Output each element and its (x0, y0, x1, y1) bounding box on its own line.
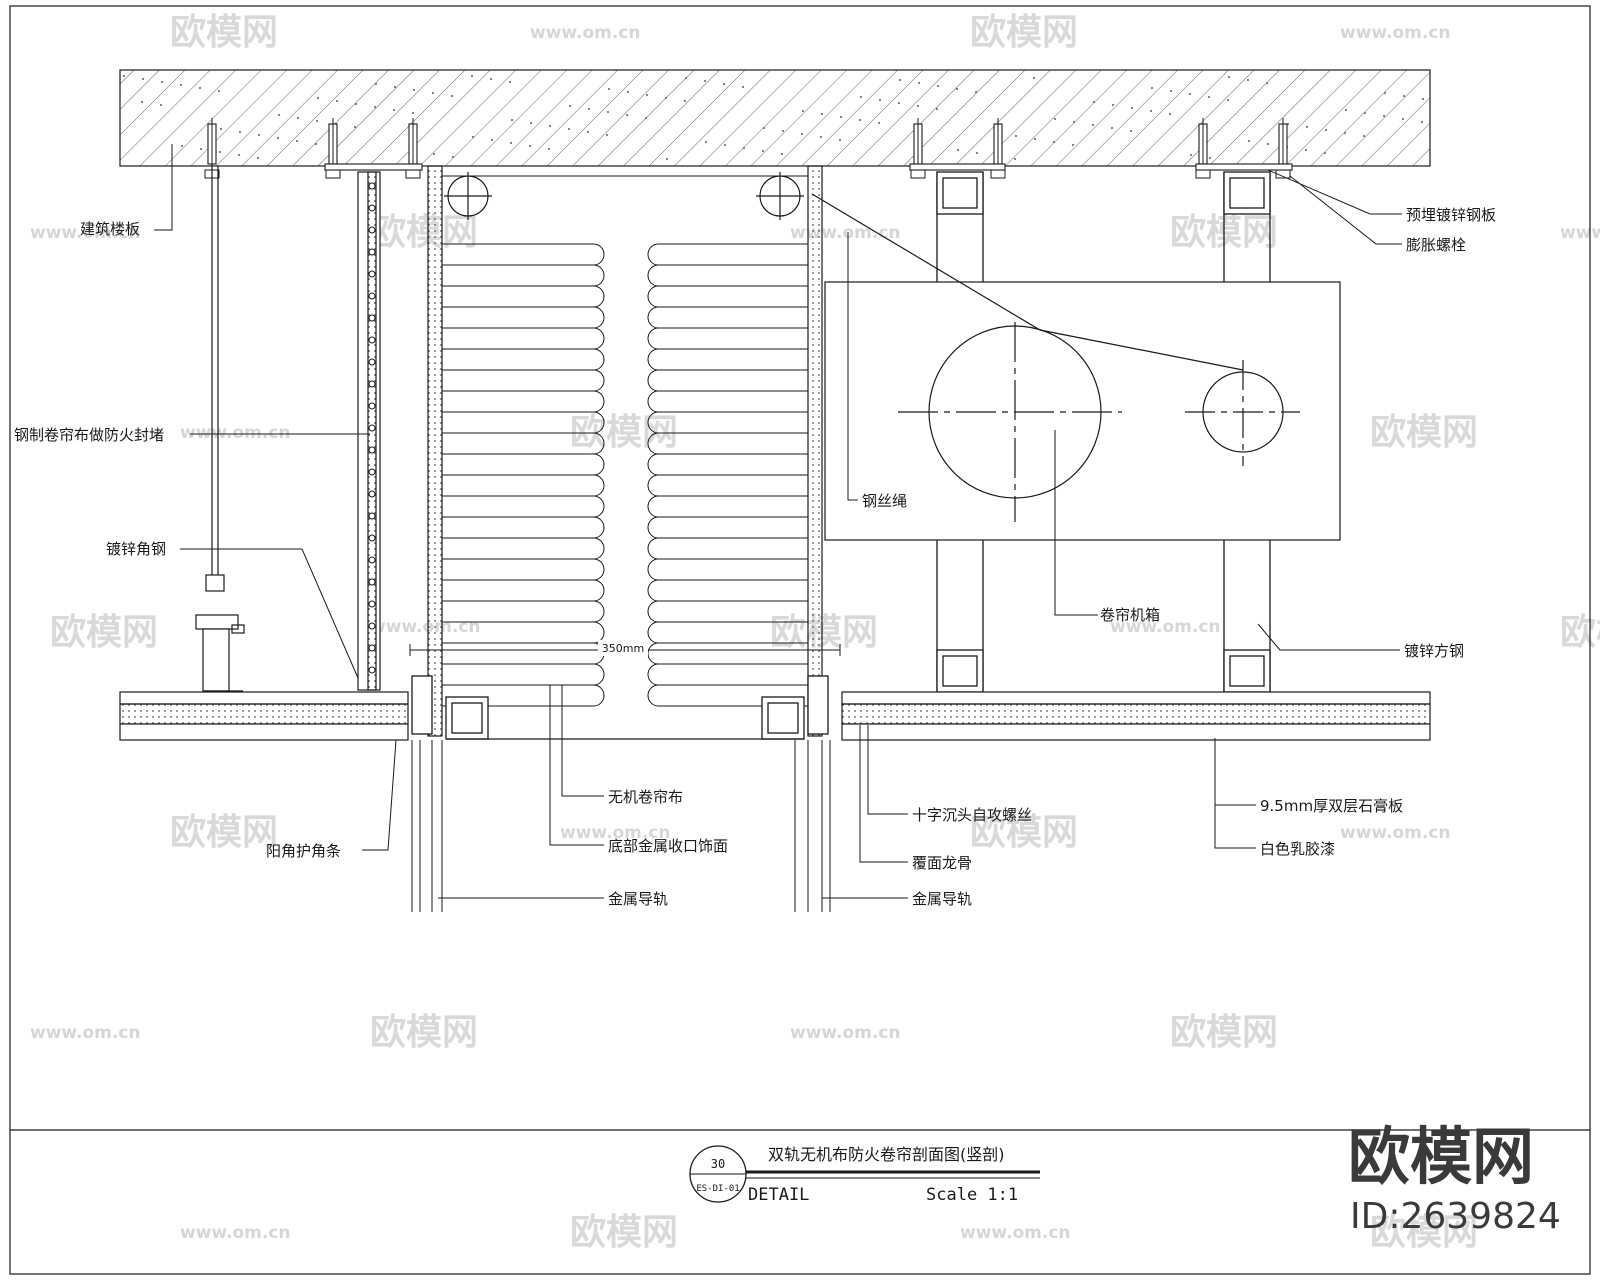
watermark-url: www.om.cn (1340, 23, 1451, 43)
watermark-url: www.om.cn (1560, 223, 1600, 243)
watermark-url: www.om.cn (790, 223, 901, 243)
scale-label: Scale 1:1 (926, 1185, 1018, 1205)
detail-label: DETAIL (748, 1185, 809, 1205)
watermark-brand: 欧模网 (970, 812, 1078, 853)
label-square-steel: 镀锌方钢 (1404, 642, 1464, 660)
gypsum-ceiling (119, 691, 1431, 741)
watermark-brand: 欧模网 (50, 612, 158, 653)
label-fire-seal: 钢制卷帘布做防火封堵 (14, 426, 164, 444)
drawing-title: 双轨无机布防火卷帘剖面图(竖剖) (768, 1145, 1005, 1164)
leader-lines (154, 144, 1402, 899)
watermark-url: www.om.cn (960, 1223, 1071, 1243)
label-wire-rope: 钢丝绳 (862, 492, 907, 510)
watermark-url: www.om.cn (30, 223, 141, 243)
bottom-trim (411, 675, 829, 740)
watermark-url: www.om.cn (180, 1223, 291, 1243)
label-curtain-box: 卷帘机箱 (1100, 606, 1160, 624)
watermark-brand: 欧模网 (1370, 1212, 1478, 1253)
label-expansion-bolt: 膨胀螺栓 (1406, 236, 1466, 254)
brand-id: ID:2639824 (1350, 1196, 1561, 1237)
watermark-brand: 欧模网 (170, 812, 278, 853)
label-floor-slab: 建筑楼板 (80, 220, 140, 238)
sheet-code: ES-DI-01 (696, 1184, 739, 1194)
curtain-motor-box (811, 193, 1341, 541)
hanger-assembly (195, 166, 245, 692)
watermark-url: www.om.cn (180, 423, 291, 443)
label-inorganic-cloth: 无机卷帘布 (608, 788, 683, 806)
watermark-brand: 欧模网 (370, 212, 478, 253)
watermark-url: www.om.cn (1340, 823, 1451, 843)
watermark-brand: 欧模网 (770, 612, 878, 653)
label-embedded-plate: 预埋镀锌钢板 (1406, 206, 1496, 224)
guide-walls (427, 165, 823, 737)
label-screw: 十字沉头自攻螺丝 (912, 806, 1032, 824)
brand-name: 欧模网 (1348, 1120, 1534, 1193)
title-block: 30 ES-DI-01 双轨无机布防火卷帘剖面图(竖剖) DETAIL Scal… (689, 1145, 1040, 1205)
label-bottom-trim: 底部金属收口饰面 (608, 837, 728, 855)
dimension-label: 350mm (602, 642, 644, 655)
watermark-brand: 欧模网 (370, 1012, 478, 1053)
slab-aggregate (122, 74, 1425, 161)
watermark-url: www.om.cn (790, 1023, 901, 1043)
expansion-bolts (204, 118, 1293, 179)
watermark-brand: 欧模网 (570, 1212, 678, 1253)
curtain-slats (442, 243, 808, 707)
watermark-url: www.om.cn (30, 1023, 141, 1043)
fire-seal-curtain (357, 171, 381, 691)
watermark-url: www.om.cn (530, 23, 641, 43)
brand-stamp: 欧模网 ID:2639824 (1348, 1120, 1561, 1237)
sheet-border (9, 5, 1591, 1275)
annotations: 建筑楼板 预埋镀锌钢板 膨胀螺栓 钢制卷帘布做防火封堵 镀锌角钢 钢丝绳 卷帘机… (14, 206, 1496, 908)
watermark-brand: 欧模网 (1370, 412, 1478, 453)
label-angle-steel: 镀锌角钢 (106, 540, 166, 558)
label-keel: 覆面龙骨 (912, 854, 972, 872)
label-protective-angle: 阳角护角条 (266, 842, 341, 860)
metal-guide-rails (411, 740, 831, 912)
detail-number: 30 (711, 1157, 725, 1171)
label-guide-rail-left: 金属导轨 (608, 890, 668, 908)
floor-slab (119, 69, 1431, 167)
watermark-brand: 欧模网 (970, 12, 1078, 53)
label-paint: 白色乳胶漆 (1260, 840, 1335, 858)
watermark-url: www.om.cn (1110, 617, 1221, 637)
watermark-url: www.om.cn (560, 823, 671, 843)
dimension-350 (409, 640, 841, 656)
label-guide-rail-right: 金属导轨 (912, 890, 972, 908)
watermark-brand: 欧模网 (170, 12, 278, 53)
label-gypsum: 9.5mm厚双层石膏板 (1260, 797, 1403, 815)
watermark-brand: 欧模网 (1560, 612, 1600, 653)
pulley-marks (444, 172, 804, 220)
watermark-brand: 欧模网 (1170, 1012, 1278, 1053)
watermark-url: www.om.cn (370, 617, 481, 637)
